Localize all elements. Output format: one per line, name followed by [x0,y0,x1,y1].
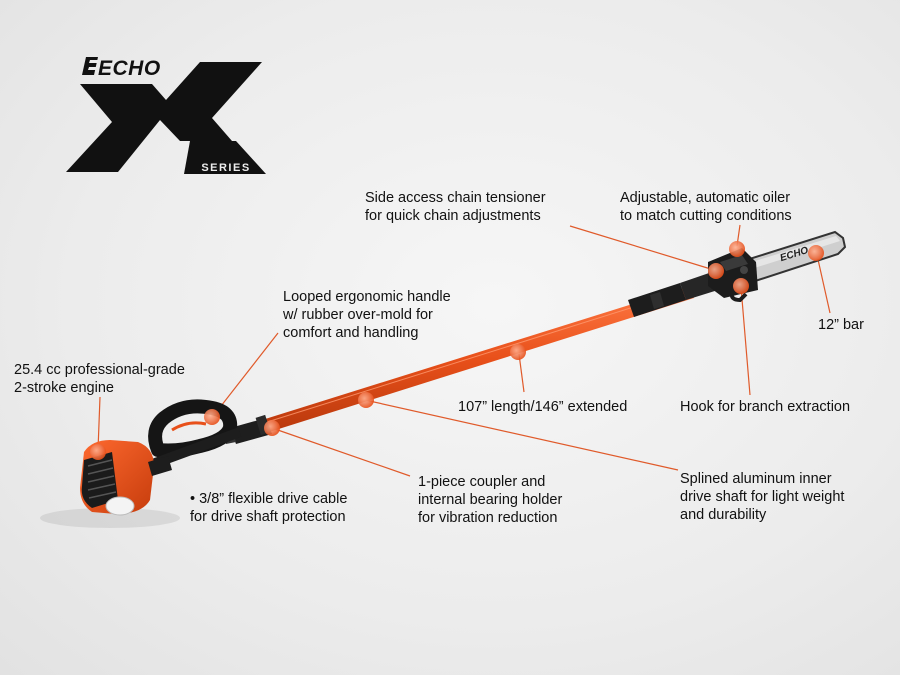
engine-shadow [40,508,180,528]
marker-hook [733,278,749,294]
leader-hook [740,286,751,396]
leader-engine [97,396,101,451]
marker-splined [358,392,374,408]
leader-length [518,353,525,393]
marker-length [510,344,526,360]
callout-handle: Looped ergonomic handle w/ rubber over-m… [283,289,451,341]
series-text: SERIES [201,162,250,174]
leader-coupler [271,427,411,477]
echo-wordmark: ECHO [82,57,161,80]
x-mark-right-stroke [184,141,266,174]
callout-bar: 12” bar [818,317,864,333]
leader-lines [97,224,831,477]
callout-oiler: Adjustable, automatic oiler to match cut… [620,190,792,224]
marker-bar [808,245,824,261]
marker-engine [90,444,106,460]
callout-engine: 25.4 cc professional-grade 2-stroke engi… [14,362,185,396]
head-grip [628,272,718,317]
marker-coupler [264,420,280,436]
callout-length: 107” length/146” extended [458,399,628,415]
callout-cable: • 3/8” flexible drive cable for drive sh… [190,491,348,525]
marker-handle [204,409,220,425]
leader-handle [213,332,279,416]
callout-tensioner: Side access chain tensioner for quick ch… [365,190,546,224]
callout-markers [90,241,824,460]
x-mark-left-stroke [66,62,262,172]
callout-coupler: 1-piece coupler and internal bearing hol… [418,474,563,526]
marker-tensioner [708,263,724,279]
leader-bar [816,254,831,314]
leader-tensioner [569,225,715,271]
echo-x-series-logo: ECHO SERIES [66,57,266,174]
callout-splined: Splined aluminum inner drive shaft for l… [680,471,845,523]
callout-hook: Hook for branch extraction [680,399,851,415]
looped-handle [148,399,242,470]
marker-oiler [729,241,745,257]
leader-splined [364,399,679,471]
echo-wordmark-text: ECHO [98,57,161,80]
